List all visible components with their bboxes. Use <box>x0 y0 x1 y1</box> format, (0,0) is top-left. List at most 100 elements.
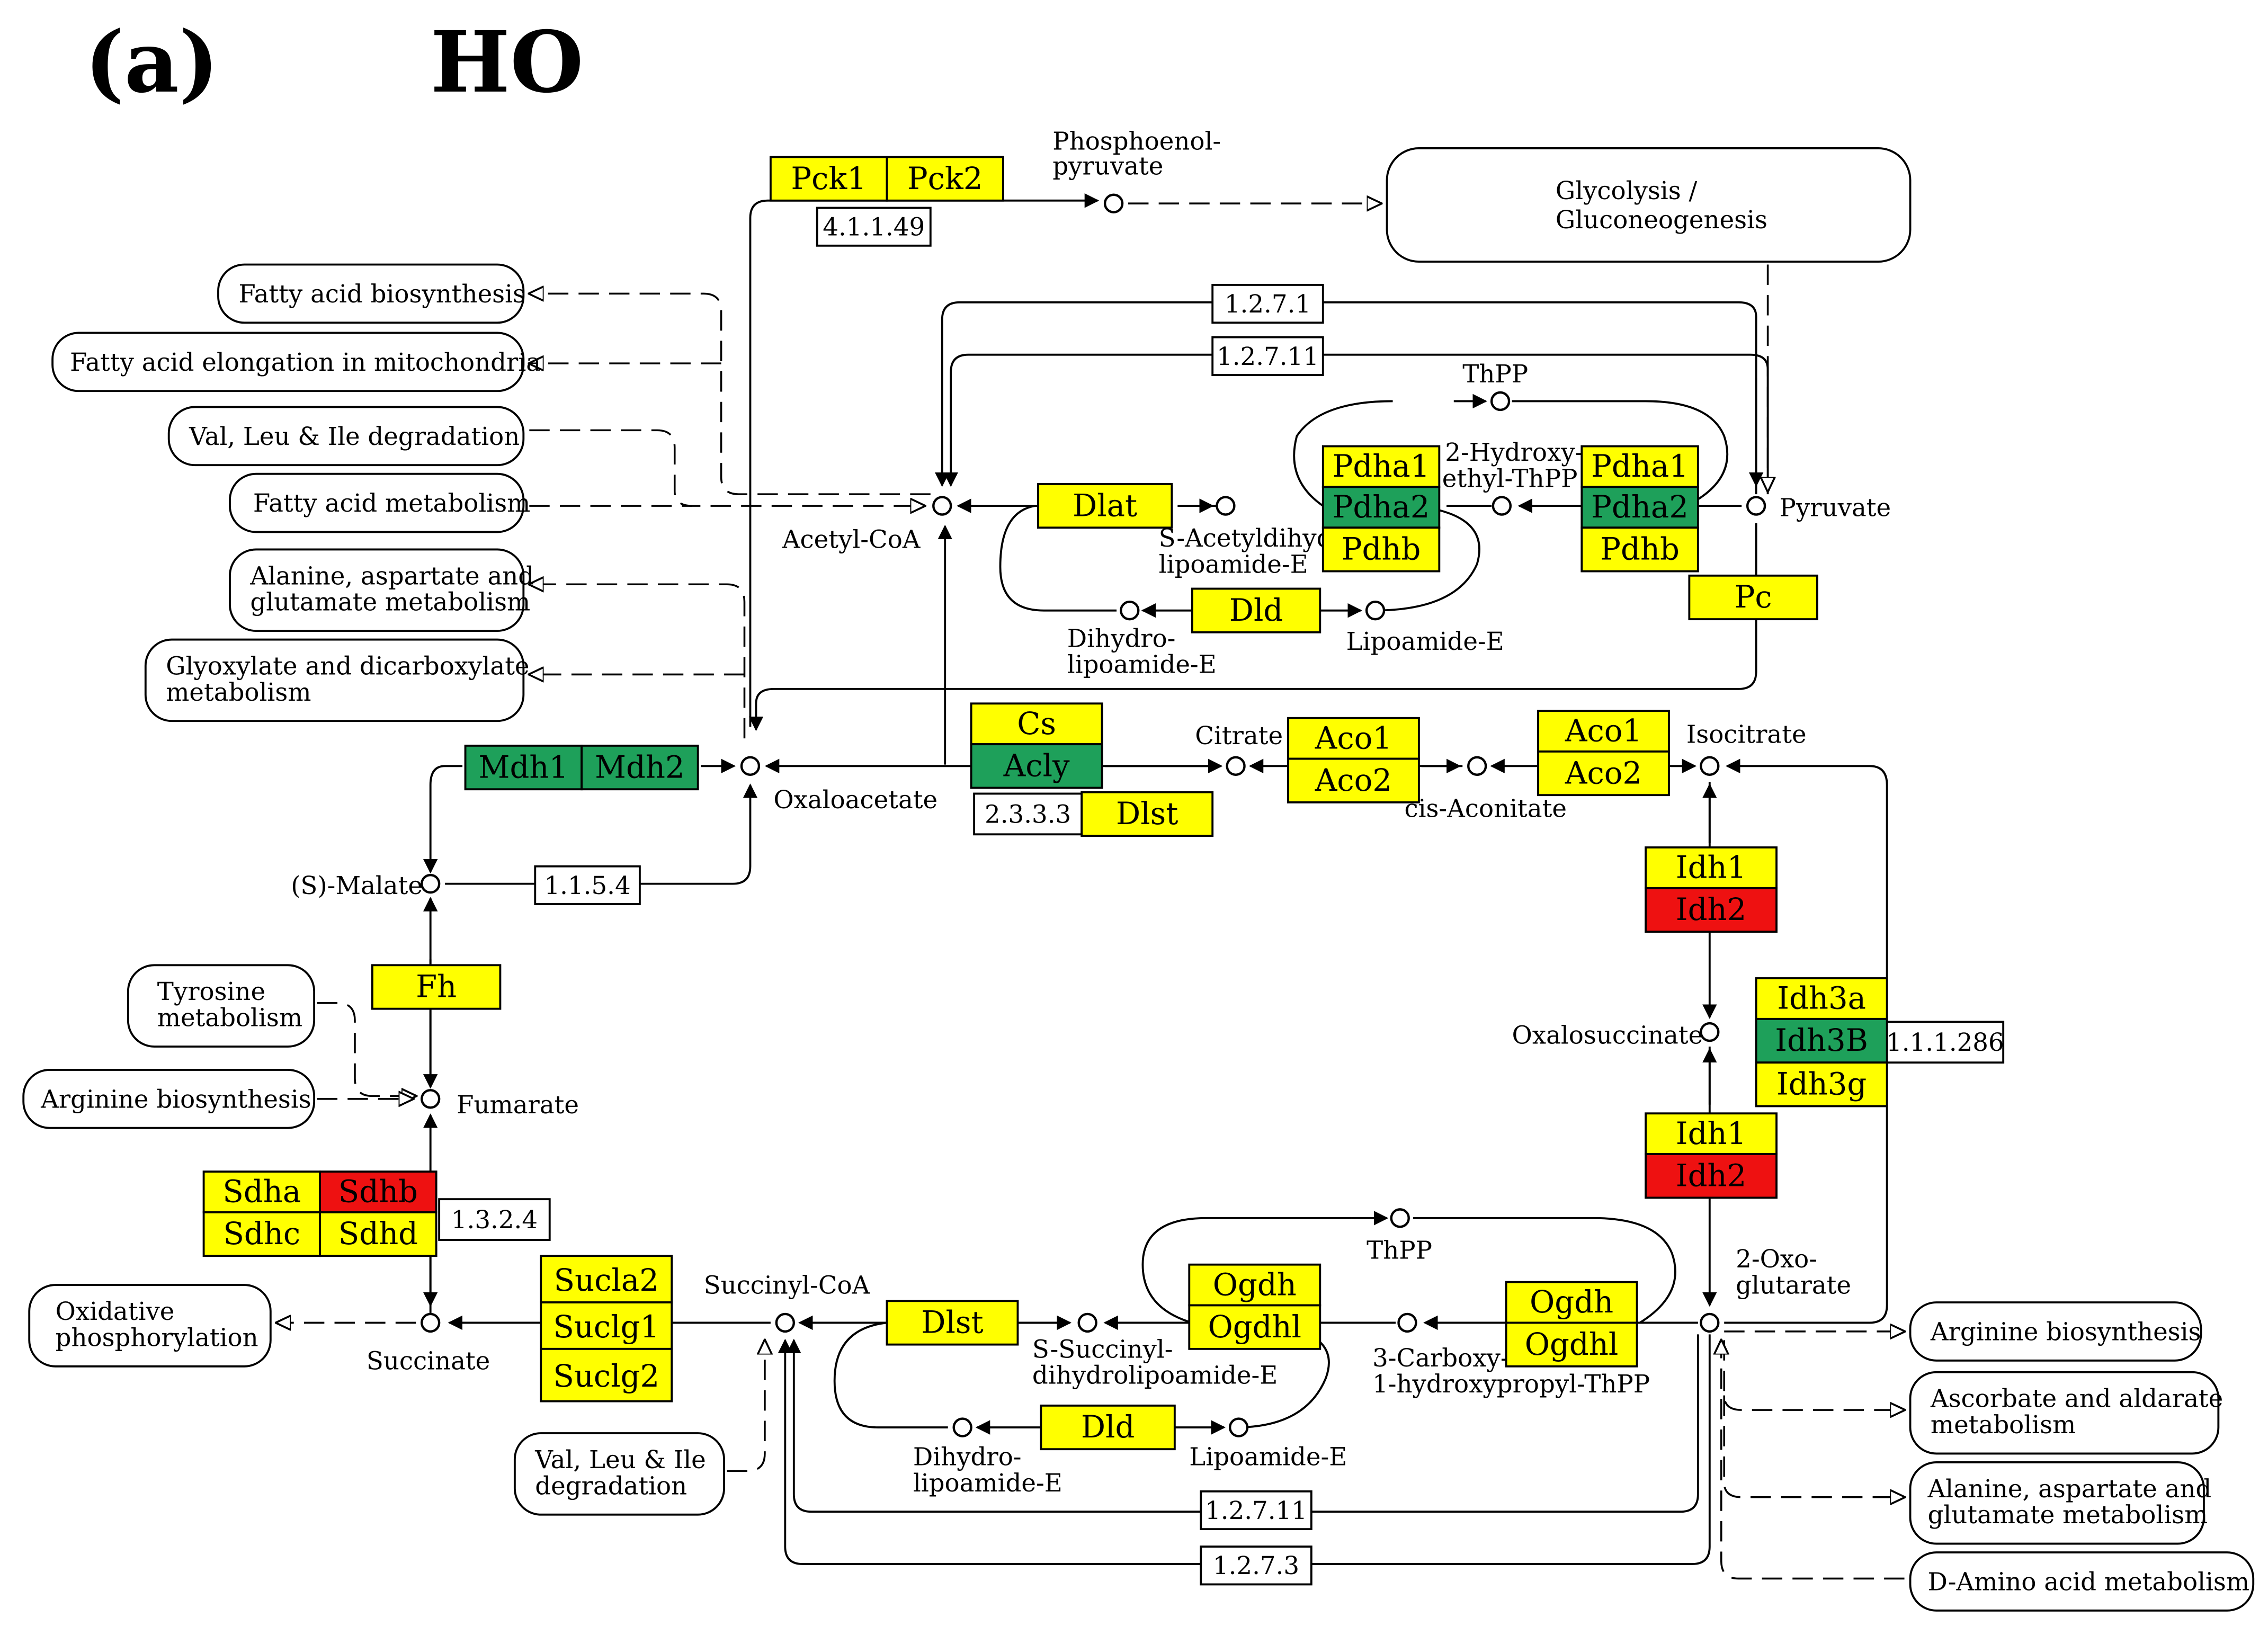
gene-pdha2-a-label: Pdha2 <box>1333 489 1430 525</box>
gene-dlst-bot-box[interactable] <box>886 1300 1019 1346</box>
gene-idh1-b-box[interactable] <box>1645 1112 1778 1156</box>
gene-dlat-box[interactable] <box>1037 483 1173 529</box>
gene-pdha1-b-box[interactable] <box>1581 445 1699 488</box>
val-leu-ile-top-box[interactable] <box>167 406 525 467</box>
arginine-left-box[interactable] <box>22 1068 316 1129</box>
gene-suclg2-box[interactable] <box>540 1347 673 1402</box>
ec-1271-top-box[interactable] <box>1211 283 1324 324</box>
gene-aco2-a-box[interactable] <box>1287 757 1420 803</box>
gene-pdha2-a-box[interactable] <box>1321 486 1441 529</box>
line-dihydro-loop <box>999 505 1117 612</box>
gene-mdh2-box[interactable] <box>581 744 699 791</box>
isocitrate-label: Isocitrate <box>1686 720 1807 749</box>
ec-12711-bot-box[interactable] <box>1200 1490 1312 1531</box>
gene-idh3g-box[interactable] <box>1755 1061 1888 1107</box>
acetyl-coa-label: Acetyl-CoA <box>782 526 921 555</box>
gene-sdhc-box[interactable] <box>202 1211 322 1257</box>
line-thpp-loop <box>1512 400 1729 507</box>
gene-pck2-box[interactable] <box>886 156 1004 202</box>
gene-idh2-a-box[interactable] <box>1645 887 1778 933</box>
val-leu-ile-bot-box[interactable] <box>513 1432 725 1516</box>
gene-dld-top-label: Dld <box>1229 593 1283 628</box>
fumarate-label: Fumarate <box>457 1091 579 1120</box>
ascorbate-box[interactable] <box>1909 1371 2220 1455</box>
gene-pc-box[interactable] <box>1688 574 1818 621</box>
carboxy-label-2: 1-hydroxypropyl-ThPP <box>1372 1370 1650 1399</box>
gene-cs-box[interactable] <box>970 702 1103 746</box>
d-amino-label: D-Amino acid metabolism <box>1927 1568 2249 1596</box>
gene-pdhb-b-box[interactable] <box>1581 526 1699 573</box>
thpp-bottom-label: ThPP <box>1367 1237 1432 1265</box>
compound-nodes <box>421 193 1766 1437</box>
gene-mdh1-label: Mdh1 <box>479 749 569 785</box>
tyrosine-box[interactable] <box>127 964 316 1048</box>
gene-pck1-box[interactable] <box>769 156 888 202</box>
gene-pdhb-b-label: Pdhb <box>1600 532 1680 567</box>
gene-ogdh-b-box[interactable] <box>1505 1281 1638 1324</box>
succinyl-coa-label: Succinyl-CoA <box>704 1272 871 1300</box>
d-amino-box[interactable] <box>1909 1551 2255 1612</box>
glycolysis-box[interactable] <box>1386 147 1912 263</box>
ec-41149-box[interactable] <box>816 207 932 247</box>
arginine-right-box[interactable] <box>1909 1301 2202 1362</box>
gene-dld-top-box[interactable] <box>1191 587 1321 633</box>
dash-tyr-to-fumarate <box>317 1002 416 1096</box>
tyrosine-label: Tyrosine <box>157 978 265 1006</box>
ec-labels: 4.1.1.49 1.2.7.1 1.2.7.11 2.3.3.3 1.1.5.… <box>451 213 2004 1581</box>
gene-acly-label: Acly <box>1003 748 1070 784</box>
gene-ogdhl-box[interactable] <box>1188 1304 1321 1350</box>
gene-aco2-b-box[interactable] <box>1537 750 1670 797</box>
ec-12711-top-box[interactable] <box>1211 336 1324 376</box>
fa-elongation-box[interactable] <box>51 332 525 392</box>
gene-idh3a-box[interactable] <box>1755 977 1888 1020</box>
gene-pck2-label: Pck2 <box>907 161 983 196</box>
gene-ogdh-box[interactable] <box>1188 1263 1321 1307</box>
gene-pdhb-a-box[interactable] <box>1321 526 1441 573</box>
oxidative-box[interactable] <box>28 1284 272 1368</box>
gene-fh-box[interactable] <box>371 964 502 1010</box>
glyoxylate-box[interactable] <box>144 638 525 722</box>
fa-metabolism-box[interactable] <box>229 472 525 533</box>
ec-1324-box[interactable] <box>438 1198 551 1241</box>
gene-idh1-a-label: Idh1 <box>1676 850 1746 886</box>
pyruvate-node <box>1746 496 1766 516</box>
gene-idh2-b-box[interactable] <box>1645 1153 1778 1199</box>
fa-biosynthesis-box[interactable] <box>217 263 525 324</box>
line-1271-loop <box>935 301 1757 495</box>
gene-aco1-b-box[interactable] <box>1537 710 1670 753</box>
gene-sucla2-box[interactable] <box>540 1255 673 1303</box>
malate-node <box>421 873 441 894</box>
gene-idh3g-label: Idh3g <box>1776 1067 1867 1102</box>
gene-suclg1-box[interactable] <box>540 1301 673 1350</box>
ala-asp-glu-bot-box[interactable] <box>1909 1461 2205 1545</box>
gene-pdha1-a-box[interactable] <box>1321 445 1441 488</box>
hydroxyethyl-label: 2-Hydroxy- <box>1445 439 1583 467</box>
ec-1273-box[interactable] <box>1200 1545 1312 1586</box>
dash-val-to-succcoa <box>727 1340 765 1472</box>
succinyl-coa-node <box>775 1312 795 1333</box>
oxaloacetate-label: Oxaloacetate <box>773 786 937 815</box>
gene-idh3b-box[interactable] <box>1755 1017 1888 1064</box>
gene-acly-box[interactable] <box>970 743 1103 789</box>
line-thpp-loop-left <box>1293 400 1393 507</box>
gene-ogdhl-b-box[interactable] <box>1505 1321 1638 1368</box>
gene-dld-bot-box[interactable] <box>1040 1404 1176 1451</box>
gene-aco2-a-label: Aco2 <box>1315 763 1392 798</box>
ec-2333-label: 2.3.3.3 <box>985 800 1071 829</box>
gene-mdh1-box[interactable] <box>464 744 583 791</box>
ec-11286-box[interactable] <box>1886 1021 2005 1064</box>
gene-pc-label: Pc <box>1735 579 1772 615</box>
gene-sdha-box[interactable] <box>202 1171 322 1213</box>
ec-2333-box[interactable] <box>973 792 1083 836</box>
gene-sdhd-label: Sdhd <box>338 1216 418 1252</box>
gene-dlst-top-box[interactable] <box>1081 791 1214 837</box>
line-oaa-to-pep <box>749 193 1100 727</box>
ala-asp-glu-top-box[interactable] <box>229 548 525 632</box>
gene-dlat-label: Dlat <box>1073 488 1137 523</box>
gene-idh1-b-label: Idh1 <box>1676 1116 1746 1151</box>
ec-1154-box[interactable] <box>534 865 641 905</box>
ala-asp-glu-top-label: Alanine, aspartate and <box>249 562 534 591</box>
gene-sdhd-box[interactable] <box>319 1211 437 1257</box>
